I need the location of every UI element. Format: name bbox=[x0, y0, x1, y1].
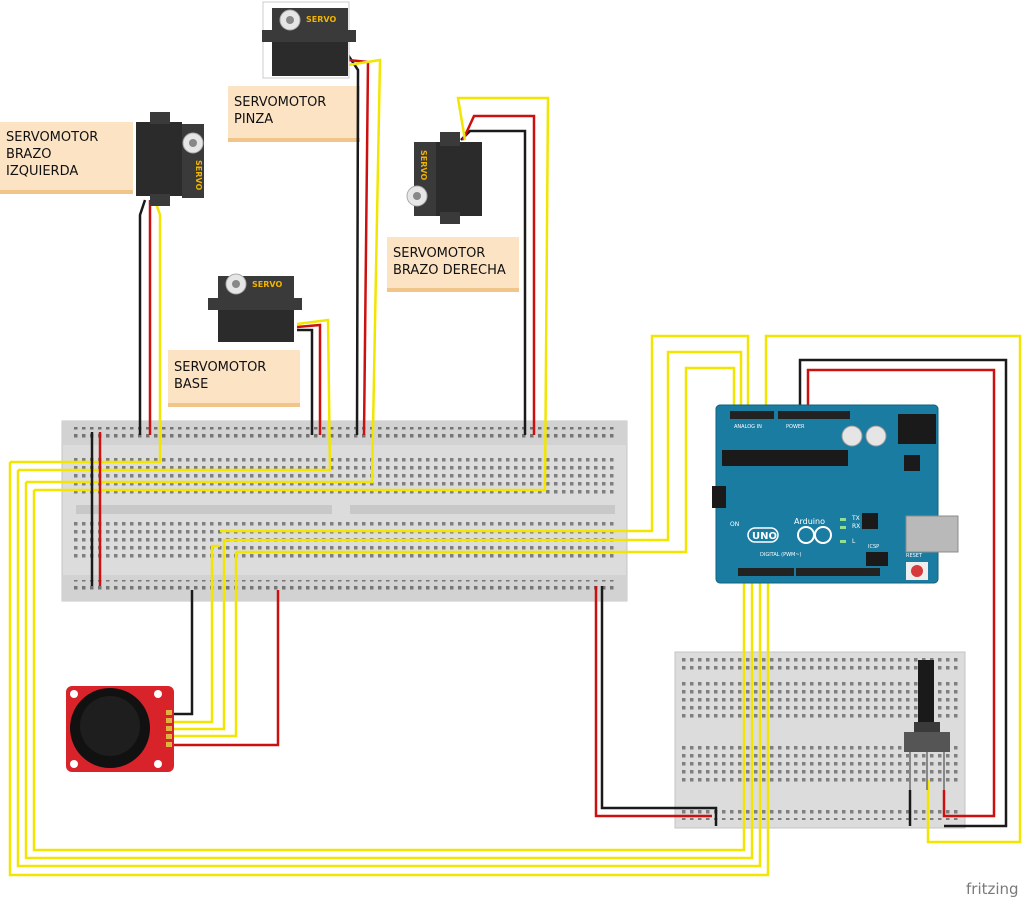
note-line: SERVOMOTOR bbox=[6, 130, 98, 145]
arduino-model: UNO bbox=[752, 531, 777, 542]
arduino-on: ON bbox=[730, 521, 739, 528]
servo-brazo-derecha: SERVO bbox=[406, 132, 482, 224]
arduino-power-label: POWER bbox=[786, 424, 805, 430]
note-line: BASE bbox=[174, 377, 208, 392]
servo-pinza: SERVO bbox=[262, 1, 356, 79]
servo-brazo-izquierda: SERVO bbox=[136, 112, 204, 206]
arduino-analog-label: ANALOG IN bbox=[734, 424, 762, 430]
arduino-logo bbox=[797, 526, 832, 544]
arduino-digital-label: DIGITAL (PWM~) bbox=[760, 552, 802, 558]
note-brazo-izquierda: SERVOMOTOR BRAZO IZQUIERDA bbox=[0, 122, 133, 194]
rail-jumpers bbox=[90, 432, 102, 586]
arduino-rx: RX bbox=[852, 523, 860, 530]
note-line: SERVOMOTOR bbox=[393, 246, 485, 261]
joystick-module bbox=[66, 686, 174, 772]
arduino-brand: Arduino bbox=[794, 517, 825, 526]
servo-label: SERVO bbox=[252, 280, 282, 289]
servo-label: SERVO bbox=[419, 150, 428, 180]
potentiometer bbox=[904, 660, 950, 790]
note-line: BRAZO bbox=[6, 147, 51, 162]
arduino-wires bbox=[594, 334, 1022, 844]
arduino-led-label: L bbox=[852, 538, 856, 545]
note-line: IZQUIERDA bbox=[6, 164, 78, 179]
servo-wires bbox=[10, 54, 550, 492]
main-breadboard bbox=[61, 420, 628, 602]
fritzing-watermark: fritzing bbox=[966, 880, 1019, 898]
note-line: PINZA bbox=[234, 112, 273, 127]
note-base: SERVOMOTOR BASE bbox=[168, 350, 300, 407]
note-pinza: SERVOMOTOR PINZA bbox=[228, 86, 360, 142]
servo-base: SERVO bbox=[208, 273, 302, 342]
arduino-uno: UNO Arduino TX RX L ON ICSP RESET DIGITA… bbox=[712, 404, 959, 584]
note-brazo-derecha: SERVOMOTOR BRAZO DERECHA bbox=[387, 237, 519, 292]
note-line: SERVOMOTOR bbox=[174, 360, 266, 375]
arduino-reset-label: RESET bbox=[906, 553, 923, 559]
yellow-bus-wires bbox=[8, 462, 770, 877]
joystick-pins bbox=[166, 710, 172, 747]
joystick-wires bbox=[172, 334, 750, 747]
note-line: SERVOMOTOR bbox=[234, 95, 326, 110]
note-line: BRAZO DERECHA bbox=[393, 263, 506, 278]
servo-label: SERVO bbox=[194, 160, 203, 190]
arduino-icsp-label: ICSP bbox=[868, 544, 879, 550]
servo-label: SERVO bbox=[306, 15, 336, 24]
arduino-tx: TX bbox=[851, 515, 860, 522]
